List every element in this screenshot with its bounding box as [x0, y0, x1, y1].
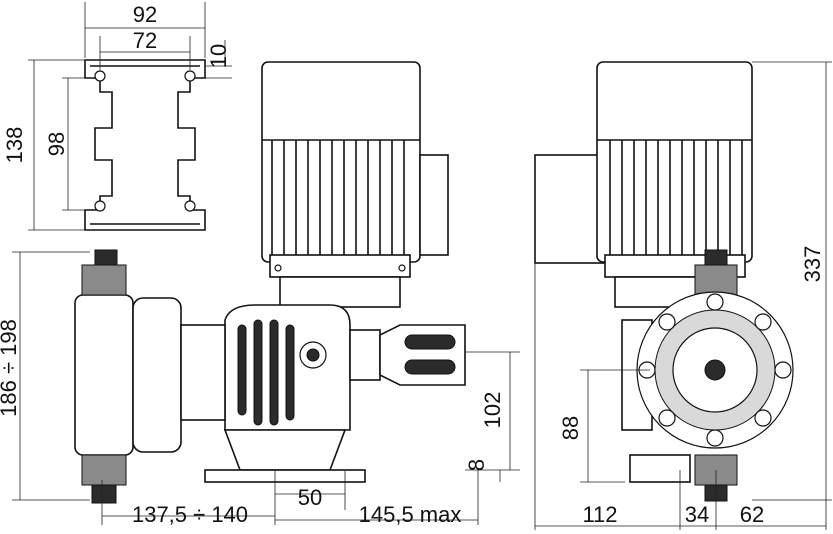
dim-10: 10 — [206, 44, 231, 68]
dim-50: 50 — [298, 485, 322, 510]
dim-102: 102 — [480, 392, 505, 429]
front-dimension-lines — [12, 251, 520, 525]
pump-front-view — [74, 61, 466, 504]
dim-72: 72 — [133, 28, 157, 53]
dim-62: 62 — [740, 502, 764, 527]
pump-side-view — [534, 61, 794, 502]
dim-137-5-140: 137,5 ÷ 140 — [132, 502, 248, 527]
mounting-bracket — [84, 59, 206, 231]
dim-88: 88 — [558, 416, 583, 440]
dim-98: 98 — [44, 132, 69, 156]
side-dimension-lines — [534, 61, 832, 530]
dim-8: 8 — [464, 459, 489, 471]
dim-138: 138 — [2, 127, 27, 164]
bracket-dimension-lines — [28, 2, 232, 231]
dim-145-5-max: 145,5 max — [359, 502, 462, 527]
dim-34: 34 — [685, 502, 709, 527]
dim-112: 112 — [582, 502, 617, 527]
dim-337: 337 — [800, 246, 825, 283]
dim-186-198: 186 ÷ 198 — [0, 319, 21, 417]
dim-92: 92 — [133, 2, 157, 27]
